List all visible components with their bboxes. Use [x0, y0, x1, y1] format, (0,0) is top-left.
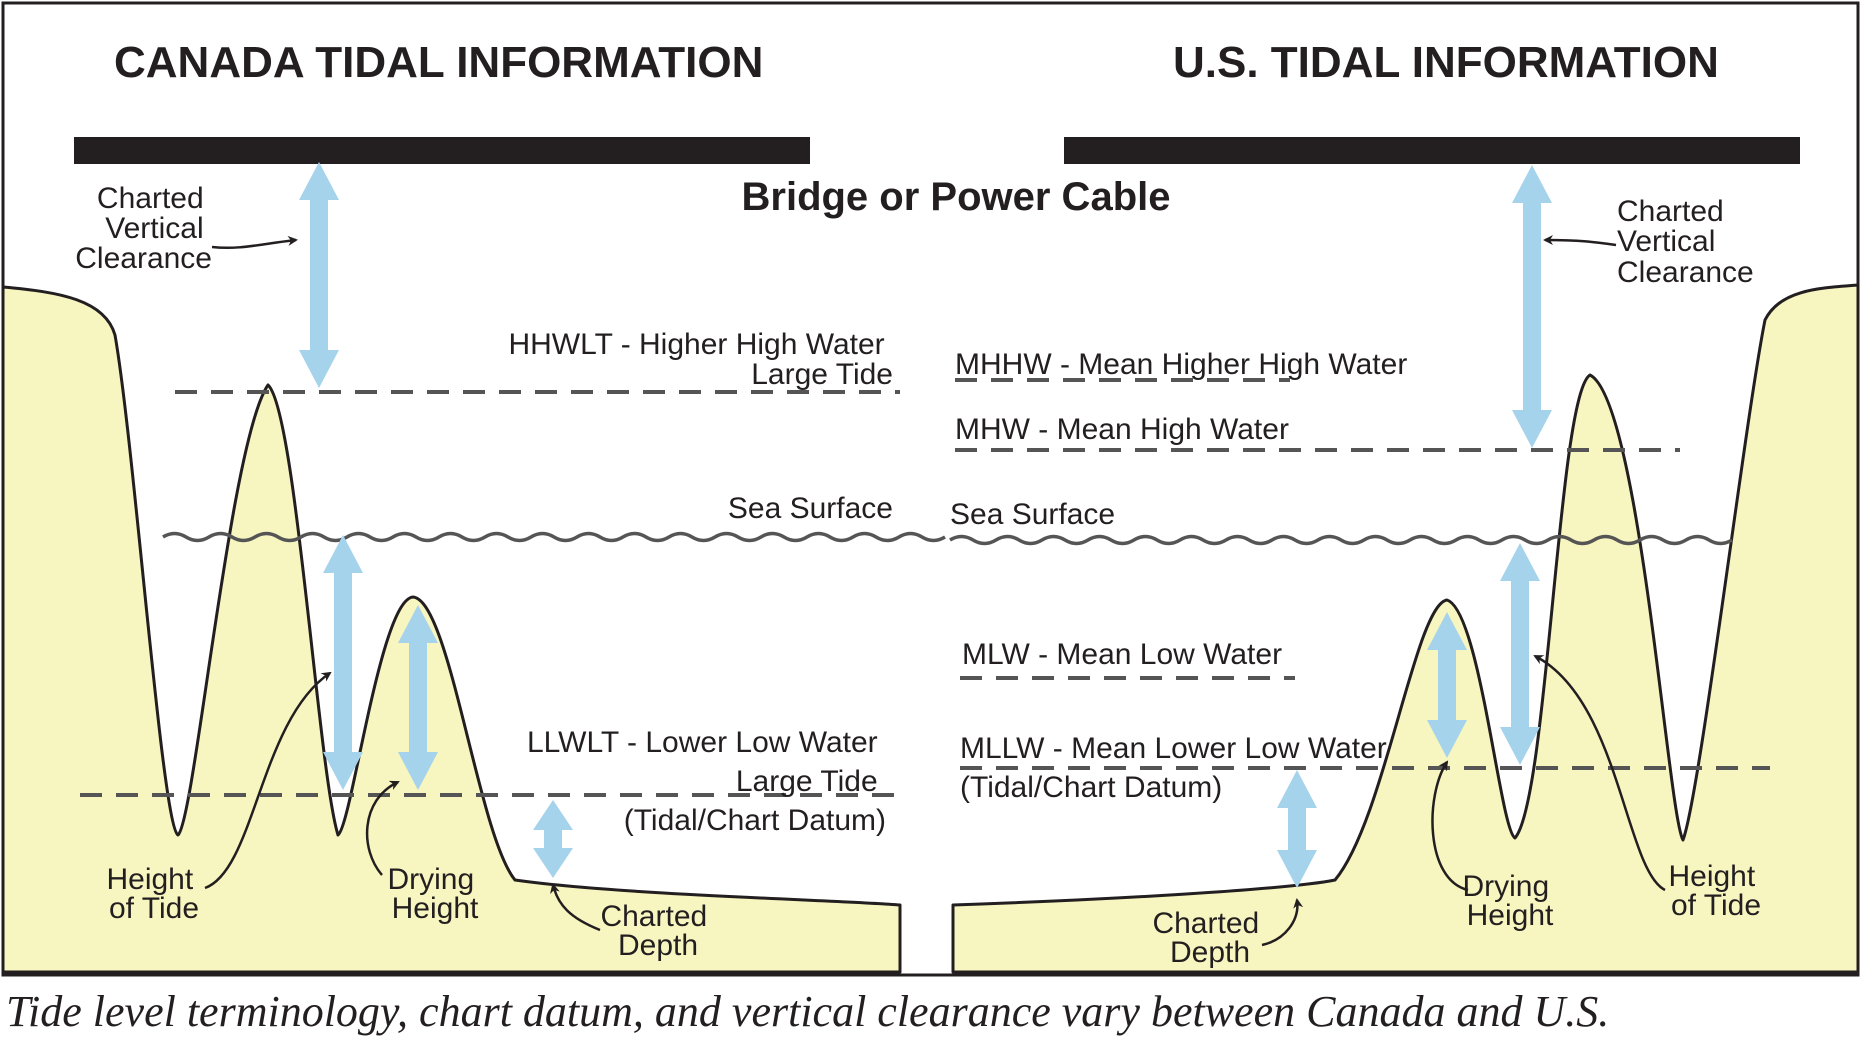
canada-drying-height-label: Drying Height — [387, 863, 482, 925]
canada-drying-height-arrow — [398, 605, 438, 790]
us-charted-depth-arrow — [1277, 770, 1317, 888]
us-drying-height-arrow — [1427, 612, 1467, 758]
canada-charted-depth-arrow — [533, 800, 573, 878]
us-height-of-tide-pointer — [1533, 654, 1666, 892]
canada-sea-surface-label: Sea Surface — [728, 492, 893, 525]
mhhw-label: MHHW - Mean Higher High Water — [955, 348, 1407, 381]
mhw-label: MHW - Mean High Water — [955, 413, 1289, 446]
canada-charted-depth-pointer — [550, 883, 601, 932]
mllw-label: MLLW - Mean Lower Low Water (Tidal/Chart… — [960, 732, 1395, 804]
canada-height-of-tide-pointer — [204, 671, 332, 890]
us-sea-surface-label: Sea Surface — [950, 498, 1115, 531]
hhwlt-label: HHWLT - Higher High Water Large Tide — [508, 328, 893, 391]
canada-title: CANADA TIDAL INFORMATION — [114, 38, 763, 87]
mlw-label: MLW - Mean Low Water — [962, 638, 1282, 671]
us-height-of-tide-label: Height of Tide — [1668, 860, 1763, 922]
us-clearance-arrow — [1512, 165, 1552, 448]
bridge-label: Bridge or Power Cable — [742, 175, 1171, 219]
us-drying-height-label: Drying Height — [1462, 870, 1557, 932]
canada-charted-depth-label: Charted Depth — [600, 900, 715, 962]
canada-height-of-tide-arrow — [323, 535, 363, 790]
canada-sea-surface-line — [162, 531, 946, 543]
us-charted-depth-pointer — [1261, 898, 1304, 947]
canada-clearance-arrow — [299, 162, 339, 388]
us-drying-height-pointer — [1431, 760, 1469, 892]
us-height-of-tide-arrow — [1500, 543, 1540, 765]
us-land — [951, 283, 1860, 974]
figure-caption: Tide level terminology, chart datum, and… — [6, 987, 1609, 1036]
llwlt-label: LLWLT - Lower Low Water Large Tide (Tida… — [527, 726, 886, 837]
canada-clearance-pointer — [211, 235, 298, 250]
us-bridge — [1064, 137, 1800, 164]
us-clearance-label: Charted Vertical Clearance — [1617, 195, 1754, 289]
canada-land — [1, 285, 902, 974]
us-charted-depth-label: Charted Depth — [1152, 907, 1267, 969]
us-sea-surface-line — [949, 534, 1733, 546]
us-clearance-pointer — [1543, 235, 1617, 247]
canada-height-of-tide-label: Height of Tide — [106, 863, 201, 925]
us-title: U.S. TIDAL INFORMATION — [1173, 38, 1719, 87]
canada-bridge — [74, 137, 810, 164]
canada-clearance-label: Charted Vertical Clearance — [75, 182, 212, 275]
canada-drying-height-pointer — [365, 780, 400, 876]
